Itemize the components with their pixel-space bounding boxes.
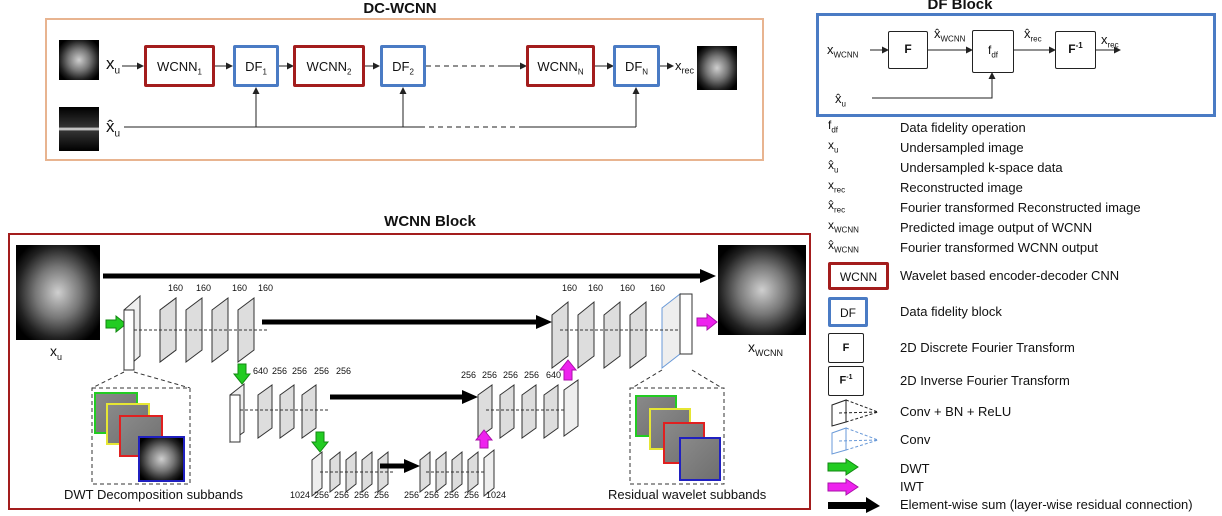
df-Finv-box: F-1 (1055, 31, 1096, 69)
legend-F-text: 2D Discrete Fourier Transform (900, 340, 1075, 355)
wcnn1-block: WCNN1 (144, 45, 215, 87)
iwt-arrow-icon (827, 478, 859, 496)
dfblock-title: DF Block (927, 0, 993, 13)
legend-wcnn-box: WCNN (828, 262, 889, 290)
dc-xrec-label: xrec (675, 58, 695, 76)
df1-block: DF1 (233, 45, 279, 87)
dfblock-frame (816, 13, 1216, 117)
legend-dwt-text: DWT (900, 461, 930, 476)
df2-block: DF2 (380, 45, 426, 87)
dwt-caption: DWT Decomposition subbands (64, 487, 243, 502)
wcnn-xwcnn-label: xWCNN (748, 339, 783, 358)
dc-xu-label: xu (106, 54, 121, 77)
legend-F-box: F (828, 333, 864, 363)
df-xwcnn-label: xWCNN (827, 42, 859, 60)
df-xhatu-label: x̂u (835, 91, 846, 109)
legend-df-box: DF (828, 297, 868, 327)
legend-sum-text: Element-wise sum (layer-wise residual co… (900, 497, 1193, 512)
conv-icon (831, 427, 880, 455)
legend-df-text: Data fidelity block (900, 304, 1002, 319)
df-fdf-box: fdf (972, 30, 1014, 73)
wcnn-xu-label: xu (50, 343, 63, 362)
residual-caption: Residual wavelet subbands (608, 487, 767, 502)
dc-xhatu-label: x̂u (106, 117, 121, 140)
legend-conv-text: Conv (900, 432, 931, 447)
df-xhat-wcnn-label: x̂WCNN (934, 26, 966, 44)
sum-arrow-icon (828, 497, 880, 513)
legend-Finv-box: F-1 (828, 366, 864, 396)
dcwcnn-title: DC-WCNN (363, 0, 437, 17)
legend-wcnn-text: Wavelet based encoder-decoder CNN (900, 268, 1120, 283)
df-xrec-label: xrec (1101, 32, 1119, 50)
wcnnN-block: WCNNN (526, 45, 595, 87)
wcnnblock-title: WCNN Block (384, 213, 476, 230)
df-F-box: F (888, 31, 928, 69)
df-xhat-rec-label: x̂rec (1024, 26, 1042, 44)
legend-convbn-text: Conv + BN + ReLU (900, 404, 1012, 419)
legend-Finv-text: 2D Inverse Fourier Transform (900, 373, 1070, 388)
dwt-arrow-icon (827, 458, 859, 476)
wcnnblock-frame (8, 233, 811, 510)
dcwcnn-frame (45, 18, 764, 161)
legend-iwt-text: IWT (900, 479, 924, 494)
conv-bn-relu-icon (831, 399, 880, 427)
wcnn2-block: WCNN2 (293, 45, 365, 87)
dfN-block: DFN (613, 45, 660, 87)
